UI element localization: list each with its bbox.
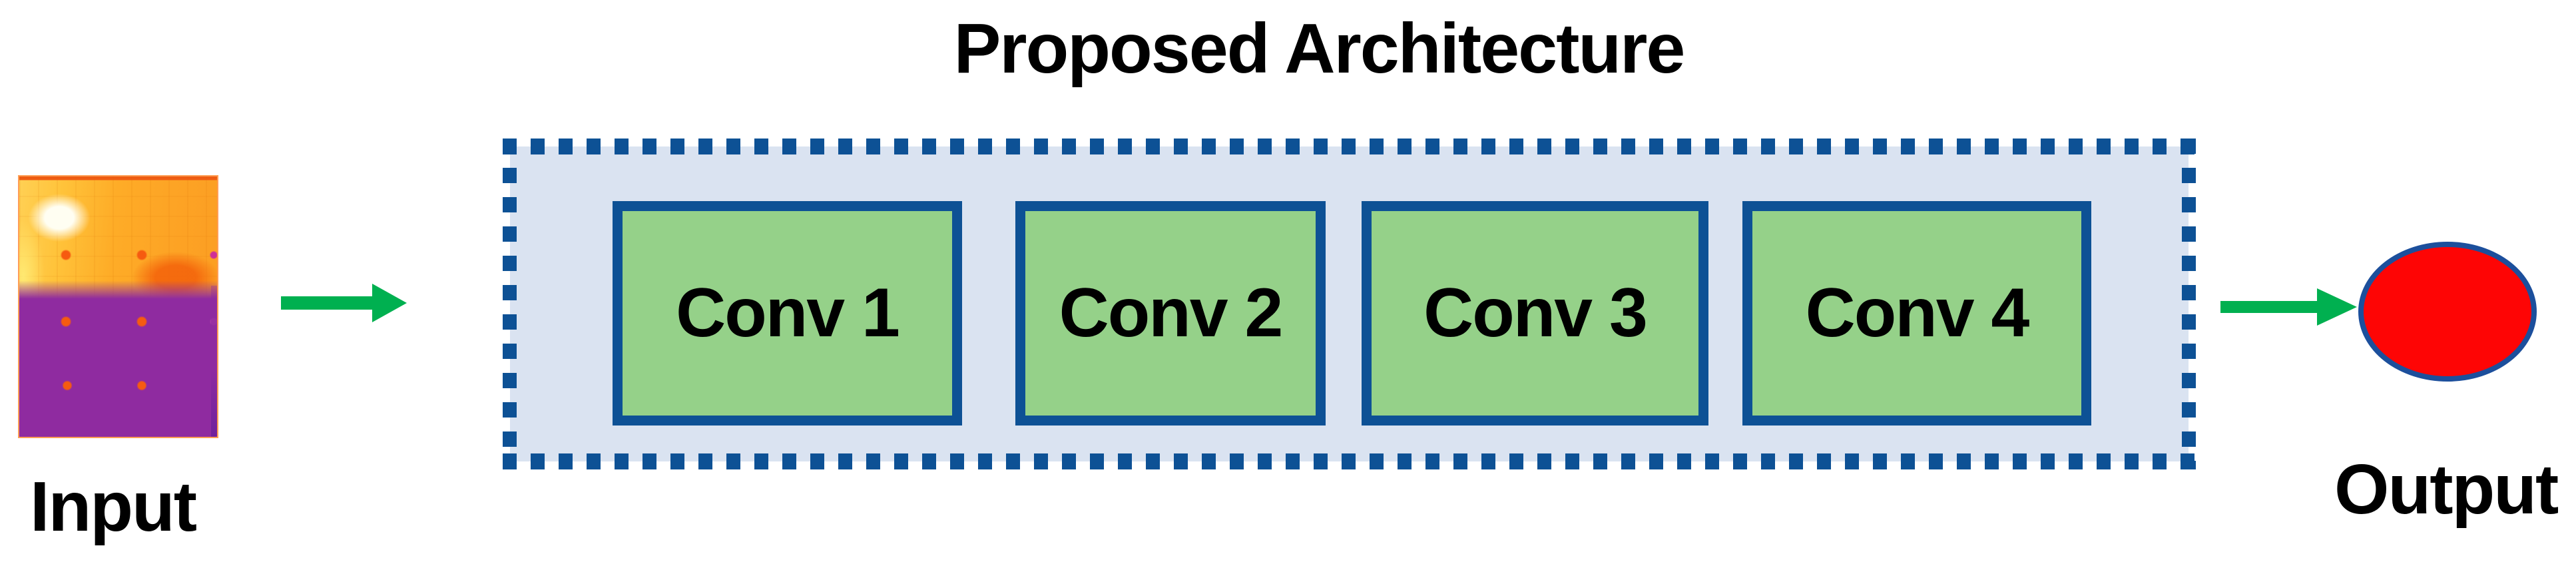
dashed-border-right [2182,139,2196,469]
diagram-title: Proposed Architecture [953,9,1686,88]
output-label: Output [2334,450,2559,529]
conv-block-label: Conv 2 [1059,274,1284,352]
proposed-architecture-container: Conv 1 Conv 2 Conv 3 Conv 4 [503,139,2196,469]
input-thermal-image [18,175,218,438]
thermal-edge-stripe [211,286,217,437]
input-label: Input [30,467,197,546]
conv-block-label: Conv 1 [676,274,900,352]
conv-block-1: Conv 1 [613,201,962,426]
conv-block-label: Conv 3 [1423,274,1648,352]
arrow-right-icon [2220,288,2357,326]
conv-block-2: Conv 2 [1015,201,1326,426]
output-node [2358,242,2537,382]
dashed-border-bottom [503,453,2196,469]
conv-block-label: Conv 4 [1805,274,2030,352]
dashed-border-left [503,139,517,469]
conv-block-3: Conv 3 [1362,201,1708,426]
arrow-right-icon [281,284,407,322]
conv-block-4: Conv 4 [1742,201,2091,426]
dashed-border-top [503,139,2196,154]
